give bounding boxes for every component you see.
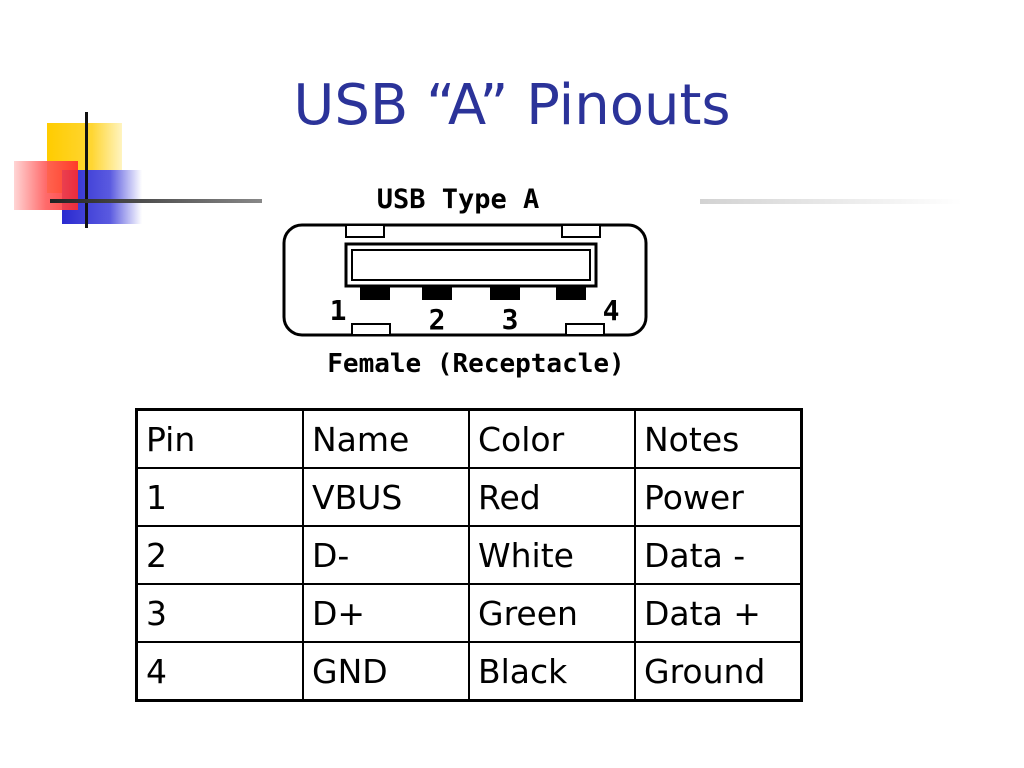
table-cell: VBUS	[302, 467, 470, 527]
contact-pad	[360, 286, 390, 300]
diagram-heading: USB Type A	[377, 184, 540, 215]
table-cell: GND	[302, 641, 470, 702]
bottom-tab-left	[351, 323, 391, 336]
table-cell: Black	[468, 641, 636, 702]
table-header-cell: Color	[468, 408, 636, 469]
table-header-row: Pin Name Color Notes	[135, 408, 803, 469]
top-tab-right	[561, 224, 601, 238]
bottom-tab-right	[565, 323, 605, 336]
pin-label: 4	[603, 294, 620, 327]
table-cell: 2	[135, 525, 304, 585]
table-row: 1 VBUS Red Power	[135, 467, 803, 527]
contact-pad	[422, 286, 452, 300]
contact-pad	[490, 286, 520, 300]
table-header-cell: Pin	[135, 408, 304, 469]
table-cell: Data +	[634, 583, 803, 643]
pin-label: 2	[429, 303, 446, 336]
table-cell: Data -	[634, 525, 803, 585]
table-row: 4 GND Black Ground	[135, 641, 803, 702]
deco-vertical-line	[85, 112, 88, 228]
table-cell: White	[468, 525, 636, 585]
table-cell: D+	[302, 583, 470, 643]
connector-tongue-inner	[351, 249, 591, 281]
deco-horizontal-line	[50, 199, 262, 203]
table-row: 3 D+ Green Data +	[135, 583, 803, 643]
table-cell: Red	[468, 467, 636, 527]
table-cell: 3	[135, 583, 304, 643]
table-cell: Green	[468, 583, 636, 643]
table-cell: D-	[302, 525, 470, 585]
title-underline-right	[700, 199, 962, 204]
table-row: 2 D- White Data -	[135, 525, 803, 585]
contact-pad	[556, 286, 586, 300]
top-tab-left	[345, 224, 385, 238]
pin-label: 3	[502, 303, 519, 336]
diagram-caption: Female (Receptacle)	[327, 349, 624, 379]
corner-decoration	[14, 112, 262, 228]
table-cell: 4	[135, 641, 304, 702]
table-header-cell: Notes	[634, 408, 803, 469]
table-cell: Power	[634, 467, 803, 527]
table-header-cell: Name	[302, 408, 470, 469]
pinout-table: Pin Name Color Notes 1 VBUS Red Power 2 …	[135, 408, 803, 702]
table-cell: 1	[135, 467, 304, 527]
usb-connector-diagram: USB Type A 1 2 3 4 Female (Receptacle)	[282, 184, 648, 379]
pin-label: 1	[330, 294, 347, 327]
table-cell: Ground	[634, 641, 803, 702]
slide-title: USB “A” Pinouts	[293, 73, 731, 138]
